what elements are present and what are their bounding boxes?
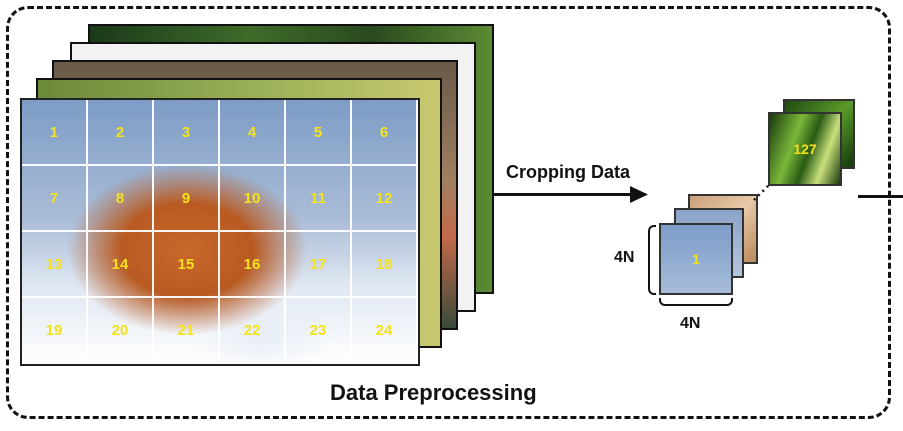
crop-tile-first: 1 bbox=[659, 223, 733, 295]
grid-cell: 23 bbox=[286, 298, 352, 364]
grid-cell: 3 bbox=[154, 100, 220, 166]
grid-cell: 9 bbox=[154, 166, 220, 232]
tile-height-label: 4N bbox=[614, 249, 635, 266]
section-title: Data Preprocessing bbox=[330, 380, 537, 405]
grid-cell: 10 bbox=[220, 166, 286, 232]
grid-cell: 20 bbox=[88, 298, 154, 364]
grid-cell: 2 bbox=[88, 100, 154, 166]
grid-cell: 21 bbox=[154, 298, 220, 364]
section-frame bbox=[6, 6, 891, 419]
arrowhead-icon bbox=[630, 186, 648, 203]
grid-cell: 22 bbox=[220, 298, 286, 364]
grid-cell: 16 bbox=[220, 232, 286, 298]
grid-cell: 17 bbox=[286, 232, 352, 298]
grid-cell: 13 bbox=[22, 232, 88, 298]
cropping-data-label: Cropping Data bbox=[506, 162, 630, 182]
tile-height-brace bbox=[648, 225, 656, 295]
grid-cell: 4 bbox=[220, 100, 286, 166]
cropping-arrow bbox=[494, 193, 634, 196]
crop-tile-first-label: 1 bbox=[692, 251, 700, 267]
output-line bbox=[858, 195, 903, 198]
crop-tile-last: 127 bbox=[768, 112, 842, 186]
grid-cell: 19 bbox=[22, 298, 88, 364]
grid-cell: 6 bbox=[352, 100, 418, 166]
grid-cell: 1 bbox=[22, 100, 88, 166]
grid-cell: 24 bbox=[352, 298, 418, 364]
grid-cell: 15 bbox=[154, 232, 220, 298]
grid-cell: 12 bbox=[352, 166, 418, 232]
tile-width-label: 4N bbox=[680, 315, 701, 332]
grid-cell: 14 bbox=[88, 232, 154, 298]
crop-tile-last-label: 127 bbox=[793, 141, 817, 157]
grid-cell: 7 bbox=[22, 166, 88, 232]
tile-width-brace bbox=[659, 298, 733, 306]
grid-cell: 8 bbox=[88, 166, 154, 232]
grid-cell: 11 bbox=[286, 166, 352, 232]
grid-cell: 18 bbox=[352, 232, 418, 298]
grid-cell: 5 bbox=[286, 100, 352, 166]
